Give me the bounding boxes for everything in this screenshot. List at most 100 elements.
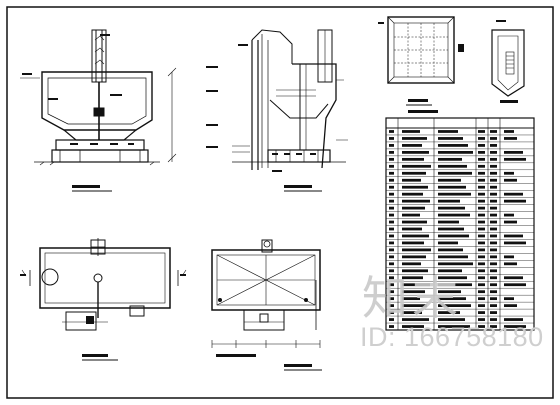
- table-cell-mark: [438, 192, 471, 196]
- table-cell-mark: [389, 144, 394, 147]
- plan-view-middle: [211, 239, 322, 371]
- table-cell-mark: [504, 325, 526, 328]
- table-cell-mark: [490, 137, 497, 140]
- table-cell-mark: [504, 220, 517, 224]
- table-cell-mark: [490, 241, 497, 245]
- table-cell-mark: [402, 164, 431, 168]
- table-cell-mark: [478, 157, 485, 161]
- table-cell-mark: [402, 283, 430, 287]
- table-cell-mark: [490, 199, 497, 203]
- table-cell-mark: [478, 171, 485, 175]
- table-cell-mark: [389, 283, 394, 287]
- table-cell-mark: [490, 150, 497, 154]
- table-cell-mark: [402, 276, 423, 280]
- table-cell-mark: [478, 255, 485, 259]
- table-cell-mark: [490, 283, 497, 287]
- detail-plan-grid: [378, 16, 464, 106]
- table-cell-mark: [402, 269, 428, 273]
- table-cell-mark: [402, 185, 428, 189]
- table-cell-mark: [504, 262, 517, 266]
- table-cell-mark: [490, 178, 497, 182]
- table-cell-mark: [504, 318, 523, 321]
- table-cell-mark: [389, 150, 394, 154]
- table-cell-mark: [438, 311, 460, 314]
- table-cell-mark: [389, 297, 394, 301]
- table-cell-mark: [402, 241, 424, 245]
- table-cell-mark: [504, 130, 514, 133]
- table-cell-mark: [402, 137, 427, 140]
- table-cell-mark: [490, 269, 497, 273]
- table-cell-mark: [478, 137, 485, 140]
- table-cell-mark: [490, 220, 497, 224]
- table-cell-mark: [490, 164, 497, 168]
- table-cell-mark: [504, 178, 517, 182]
- table-cell-mark: [402, 192, 423, 196]
- table-cell-mark: [389, 255, 394, 259]
- table-cell-mark: [438, 157, 462, 161]
- table-cell-mark: [478, 213, 485, 217]
- table-cell-mark: [478, 164, 485, 168]
- table-cell-mark: [389, 137, 394, 140]
- table-cell-mark: [478, 248, 485, 252]
- table-cell-mark: [389, 311, 394, 314]
- table-cell-mark: [438, 199, 460, 203]
- table-cell-mark: [478, 220, 485, 224]
- table-cell-mark: [490, 157, 497, 161]
- table-cell-mark: [490, 206, 497, 210]
- table-cell-mark: [490, 192, 497, 196]
- table-cell-mark: [490, 304, 497, 308]
- table-cell-mark: [438, 164, 467, 168]
- table-cell-mark: [490, 185, 497, 189]
- table-cell-mark: [402, 213, 420, 217]
- table-cell-mark: [389, 290, 394, 294]
- table-cell-mark: [438, 227, 464, 231]
- table-cell-mark: [504, 192, 523, 196]
- table-cell-mark: [490, 255, 497, 259]
- table-cell-mark: [402, 150, 429, 154]
- table-cell-mark: [389, 220, 394, 224]
- table-cell-mark: [402, 290, 425, 294]
- table-cell-mark: [402, 318, 429, 321]
- table-cell-mark: [438, 185, 466, 189]
- table-cell-mark: [438, 304, 471, 308]
- table-cell-mark: [478, 234, 485, 238]
- table-cell-mark: [504, 234, 523, 238]
- table-cell-mark: [504, 304, 517, 308]
- table-cell-mark: [389, 164, 394, 168]
- table-cell-mark: [389, 304, 394, 308]
- table-cell-mark: [402, 297, 420, 301]
- table-cell-mark: [490, 290, 497, 294]
- watermark-id-text: ID: 166758180: [360, 322, 544, 352]
- table-cell-mark: [389, 269, 394, 273]
- table-cell-mark: [389, 130, 394, 133]
- table-cell-mark: [438, 318, 465, 321]
- table-cell-mark: [490, 213, 497, 217]
- table-cell-mark: [402, 220, 427, 224]
- table-cell-mark: [389, 248, 394, 252]
- table-cell-mark: [438, 262, 473, 266]
- table-cell-mark: [438, 255, 468, 259]
- section-view-middle: [206, 29, 348, 192]
- table-cell-mark: [478, 325, 485, 328]
- table-cell-mark: [438, 178, 461, 182]
- table-cell-mark: [478, 241, 485, 245]
- scale-bar: [216, 354, 256, 357]
- table-cell-mark: [478, 283, 485, 287]
- table-cell-mark: [438, 137, 463, 140]
- table-cell-mark: [438, 234, 469, 238]
- section-view-left: [20, 29, 177, 192]
- table-cell-mark: [478, 269, 485, 273]
- table-cell-mark: [402, 199, 430, 203]
- table-cell-mark: [389, 325, 394, 328]
- table-cell-mark: [402, 325, 424, 328]
- table-cell-mark: [402, 234, 429, 238]
- table-cell-mark: [504, 213, 514, 217]
- table-cell-mark: [389, 157, 394, 161]
- table-cell-mark: [490, 311, 497, 314]
- table-cell-mark: [504, 255, 514, 259]
- table-cell-mark: [504, 199, 526, 203]
- table-cell-mark: [490, 130, 497, 133]
- table-cell-mark: [389, 234, 394, 238]
- table-cell-mark: [438, 241, 458, 245]
